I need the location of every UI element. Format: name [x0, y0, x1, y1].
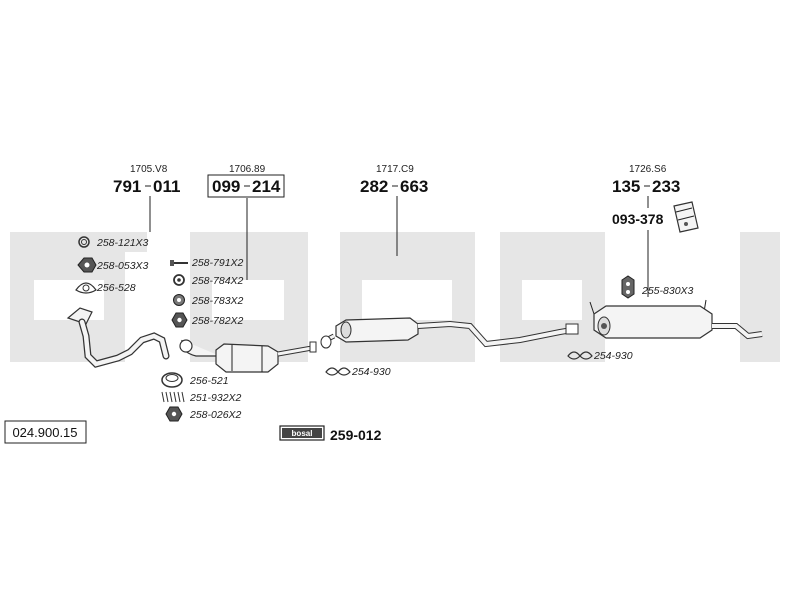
- kit-part-number: 259-012: [330, 427, 382, 443]
- part-label-256-528: 256-528: [96, 282, 136, 294]
- part-label-254-930-a: 254-930: [351, 366, 391, 378]
- part-label-258-783: 258-783X2: [191, 295, 244, 307]
- lock-nut-icon: [171, 312, 188, 328]
- flange-gasket-icon-1: [325, 367, 351, 376]
- gasket-icon: [75, 282, 97, 294]
- spring-washer-icon: [173, 294, 185, 306]
- nut-icon: [77, 257, 97, 273]
- assembly-part-left-1: 791: [113, 177, 141, 196]
- assembly-ref-1: 1705.V8: [130, 164, 168, 175]
- assembly-part-right-2: 214: [252, 177, 281, 196]
- bracket-icon: [673, 201, 699, 233]
- assembly-part-left-3: 282: [360, 177, 388, 196]
- bolt-icon: [170, 260, 188, 266]
- part-label-258-791: 258-791X2: [191, 257, 244, 269]
- kit-badge: bosal: [279, 425, 325, 441]
- hex-nut-icon: [165, 406, 183, 422]
- part-label-258-026: 258-026X2: [189, 409, 242, 421]
- part-label-255-830: 255-830X3: [641, 285, 694, 297]
- washer-icon: [173, 274, 185, 286]
- front-pipe-icon: [66, 307, 170, 368]
- watermark: [10, 232, 780, 362]
- catalytic-converter-icon: [179, 339, 317, 373]
- assembly-part-box-2: [207, 174, 285, 198]
- document-number: 024.900.15: [12, 425, 77, 440]
- clamp-ring-icon: [161, 372, 183, 388]
- assembly-part-right-3: 663: [400, 177, 428, 196]
- rear-silencer-icon: [589, 299, 763, 340]
- assembly-ref-3: 1717.C9: [376, 164, 414, 175]
- assembly-part-left-4: 135: [612, 177, 640, 196]
- part-label-258-782: 258-782X2: [191, 315, 244, 327]
- part-label-254-930-b: 254-930: [593, 350, 633, 362]
- assembly-ref-4: 1726.S6: [629, 164, 667, 175]
- rubber-hanger-icon: [621, 275, 635, 299]
- assembly-ref-2: 1706.89: [229, 164, 266, 175]
- bracket-part-number: 093-378: [612, 211, 664, 227]
- middle-silencer-icon: [320, 317, 579, 349]
- part-label-258-784: 258-784X2: [191, 275, 244, 287]
- part-label-251-932: 251-932X2: [189, 392, 242, 404]
- part-label-258-121: 258-121X3: [96, 237, 149, 249]
- assembly-part-right-1: 011: [153, 177, 180, 196]
- part-label-258-053: 258-053X3: [96, 260, 149, 272]
- document-number-box: [4, 420, 87, 444]
- spring-icon: [161, 391, 185, 403]
- assembly-part-left-2: 099: [212, 177, 240, 196]
- ring-icon: [78, 236, 90, 248]
- flange-gasket-icon-2: [567, 351, 593, 360]
- kit-logo-text: bosal: [292, 429, 313, 438]
- part-label-256-521: 256-521: [189, 375, 229, 387]
- assembly-part-right-4: 233: [652, 177, 680, 196]
